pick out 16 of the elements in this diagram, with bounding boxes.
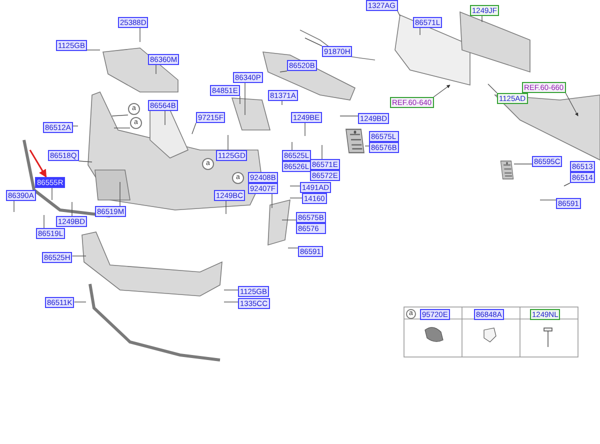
leader-line: [304, 122, 306, 136]
bracket-drawing: [345, 128, 365, 154]
leader-line: [192, 122, 196, 134]
arrow: [29, 150, 47, 178]
leader-line: [244, 82, 246, 116]
leader-line: [280, 70, 288, 72]
leader-line: [564, 182, 570, 186]
leader-line: [488, 84, 498, 94]
leader-line: [112, 114, 128, 116]
arrow: [565, 92, 578, 116]
arrow: [433, 84, 450, 98]
leader-line: [304, 38, 322, 46]
leader-line: [164, 110, 166, 126]
leader-line: [78, 160, 92, 162]
reflector-drawing: [500, 160, 514, 180]
leader-line: [397, 10, 400, 16]
